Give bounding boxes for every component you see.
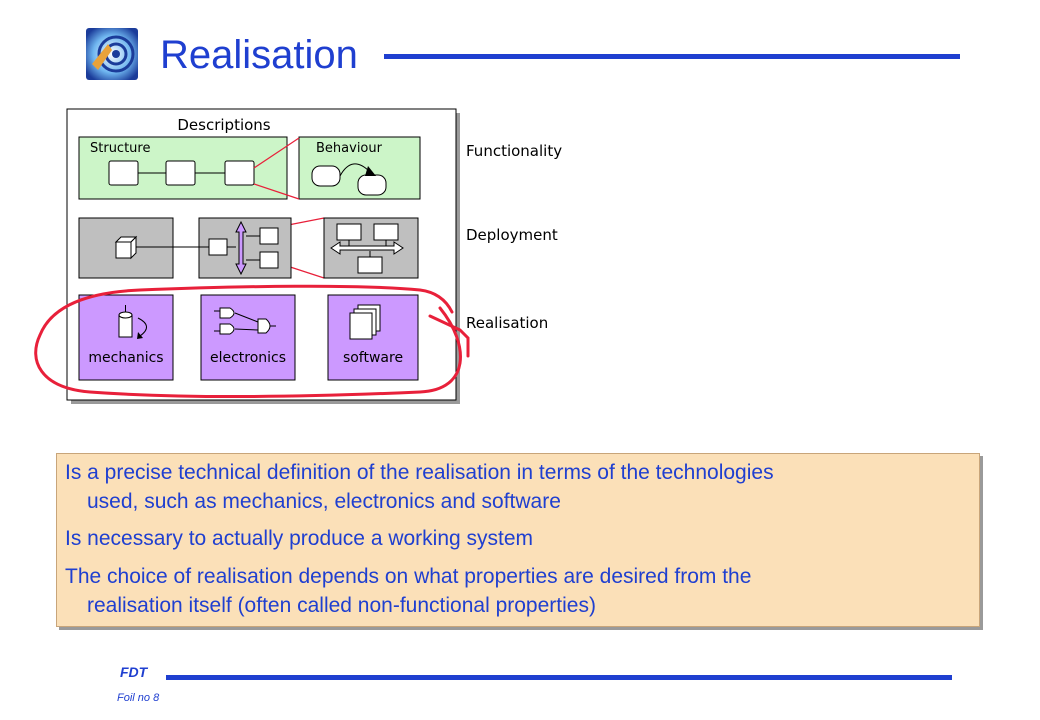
bullet-line: realisation itself (often called non-fun… <box>87 594 596 617</box>
cylinder-icon <box>118 305 147 339</box>
bullet-item: The choice of realisation depends on wha… <box>65 562 965 620</box>
cube-icon <box>114 235 138 260</box>
deployment-node <box>259 251 279 269</box>
realisation-label-electronics: electronics <box>210 350 286 366</box>
structure-label: Structure <box>90 141 150 156</box>
hand-drawn-ellipse <box>34 284 462 399</box>
descriptions-diagram: Descriptions Structure Behaviour <box>34 108 562 404</box>
network-icon <box>330 223 404 274</box>
title-rule <box>384 54 960 59</box>
row-label-deployment: Deployment <box>466 226 558 244</box>
bullet-line: used, such as mechanics, electronics and… <box>87 490 561 513</box>
realisation-label-mechanics: mechanics <box>88 350 163 366</box>
structure-node <box>108 160 139 186</box>
deployment-node <box>259 227 279 245</box>
footer-foil-number: Foil no 8 <box>117 692 160 704</box>
structure-node <box>165 160 196 186</box>
bullet-line: The choice of realisation depends on wha… <box>65 565 752 588</box>
behaviour-label: Behaviour <box>316 141 383 156</box>
bullet-line: Is a precise technical definition of the… <box>65 461 774 484</box>
row-label-realisation: Realisation <box>466 314 548 332</box>
bus-icon <box>235 220 247 276</box>
realisation-label-software: software <box>343 350 403 366</box>
structure-node <box>224 160 255 186</box>
state-node <box>357 174 387 196</box>
panel-title: Descriptions <box>177 116 270 134</box>
bullet-item: Is necessary to actually produce a worki… <box>65 524 965 553</box>
logic-gate-icon <box>214 307 276 335</box>
state-node <box>311 165 341 187</box>
arrow-head <box>365 166 376 176</box>
bullet-item: Is a precise technical definition of the… <box>65 458 965 516</box>
deployment-node <box>208 238 228 256</box>
bullet-textbox: Is a precise technical definition of the… <box>56 453 980 627</box>
realisation-box-electronics <box>200 294 296 381</box>
logo-icon <box>86 28 138 80</box>
row-label-functionality: Functionality <box>466 142 562 160</box>
footer-rule <box>166 675 952 680</box>
slide-title: Realisation <box>160 33 358 77</box>
document-stack-icon <box>349 304 381 340</box>
bullet-line: Is necessary to actually produce a worki… <box>65 527 534 550</box>
footer-brand: FDT <box>120 664 148 680</box>
hand-drawn-tick <box>428 314 470 358</box>
